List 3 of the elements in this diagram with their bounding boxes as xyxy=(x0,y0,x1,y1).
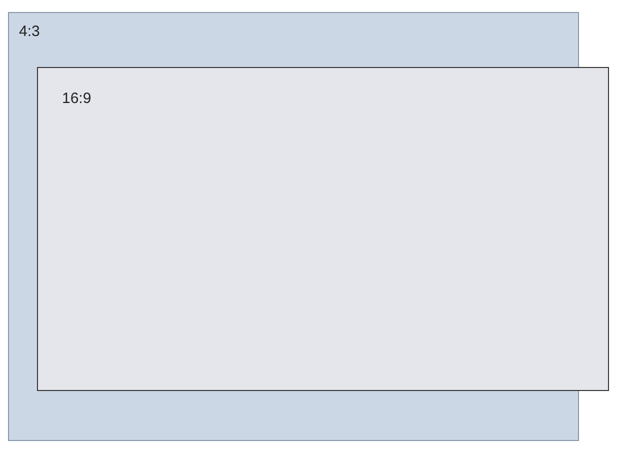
ratio-label: 16:9 xyxy=(62,90,92,108)
frame-panel xyxy=(37,67,609,391)
ratio-label: 4:3 xyxy=(19,23,40,41)
